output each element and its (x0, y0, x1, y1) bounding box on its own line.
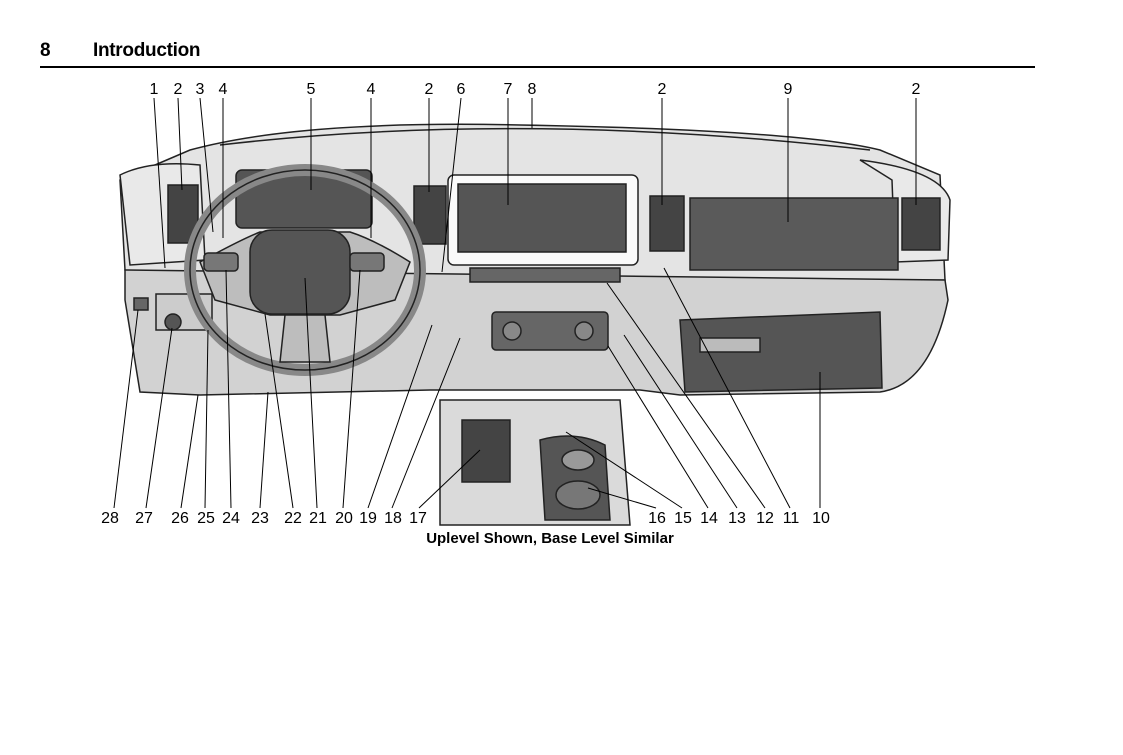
callout-4: 4 (219, 81, 228, 98)
steering-wheel-drawing (184, 164, 426, 376)
callout-leader-lines (113, 97, 917, 509)
callout-2c: 2 (658, 81, 667, 98)
callout-23: 23 (251, 510, 269, 527)
callout-5: 5 (307, 81, 316, 98)
callout-1: 1 (150, 81, 159, 98)
callout-11: 11 (783, 510, 800, 527)
callout-14: 14 (700, 510, 718, 527)
callout-28: 28 (101, 510, 119, 527)
callout-2: 2 (174, 81, 183, 98)
callout-7: 7 (504, 81, 513, 98)
top-callouts: 1 2 3 4 5 4 2 6 7 8 2 9 2 (150, 81, 921, 98)
callout-24: 24 (222, 510, 240, 527)
callout-2d: 2 (912, 81, 921, 98)
callout-13: 13 (728, 510, 746, 527)
page-header: 8 Introduction (40, 38, 1035, 68)
section-title: Introduction (93, 40, 201, 61)
callout-20: 20 (335, 510, 353, 527)
callout-2b: 2 (425, 81, 434, 98)
page-number: 8 (40, 40, 51, 61)
callout-4b: 4 (367, 81, 376, 98)
callout-19: 19 (359, 510, 377, 527)
callout-3: 3 (196, 81, 205, 98)
callout-25: 25 (197, 510, 215, 527)
callout-18: 18 (384, 510, 402, 527)
callout-16: 16 (648, 510, 666, 527)
callout-10: 10 (812, 510, 830, 527)
callout-27: 27 (135, 510, 153, 527)
figure-caption: Uplevel Shown, Base Level Similar (426, 530, 674, 547)
callout-17: 17 (409, 510, 427, 527)
bottom-callouts: 28 27 26 25 24 23 22 21 20 19 18 17 16 1… (101, 510, 830, 527)
callout-22: 22 (284, 510, 302, 527)
callout-9: 9 (784, 81, 793, 98)
callout-15: 15 (674, 510, 692, 527)
callout-12: 12 (756, 510, 774, 527)
callout-26: 26 (171, 510, 189, 527)
callout-6: 6 (457, 81, 466, 98)
callout-8: 8 (528, 81, 537, 98)
callout-21: 21 (309, 510, 327, 527)
